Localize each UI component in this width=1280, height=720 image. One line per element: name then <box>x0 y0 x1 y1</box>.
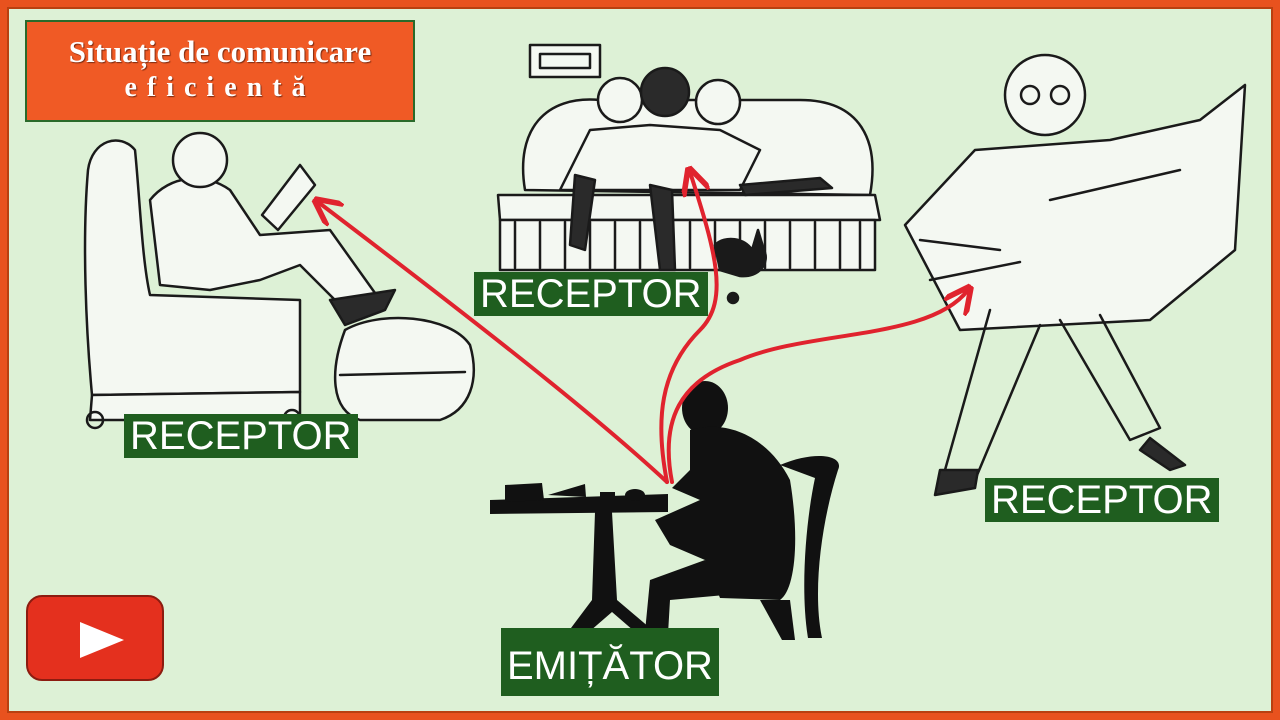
newspaper-man-illustration <box>903 53 1247 497</box>
receptor-label-right: RECEPTOR <box>985 478 1219 522</box>
reading-man-armchair-illustration <box>83 131 475 430</box>
arrow-to-right-receptor <box>666 290 968 484</box>
play-icon <box>80 622 124 658</box>
writer-silhouette-illustration <box>490 381 840 640</box>
receptor-label-top: RECEPTOR <box>474 272 708 316</box>
title-banner: Situație de comunicare eficientă <box>25 20 415 122</box>
play-button[interactable] <box>26 595 164 681</box>
arrow-to-left-receptor <box>318 202 669 484</box>
title-line-1: Situație de comunicare <box>68 34 372 69</box>
arrow-to-top-receptor <box>659 172 719 484</box>
title-line-2: eficientă <box>124 72 316 103</box>
communication-arrows <box>318 172 968 484</box>
emitter-label: EMIȚĂTOR <box>501 628 719 696</box>
receptor-label-left: RECEPTOR <box>124 414 358 458</box>
